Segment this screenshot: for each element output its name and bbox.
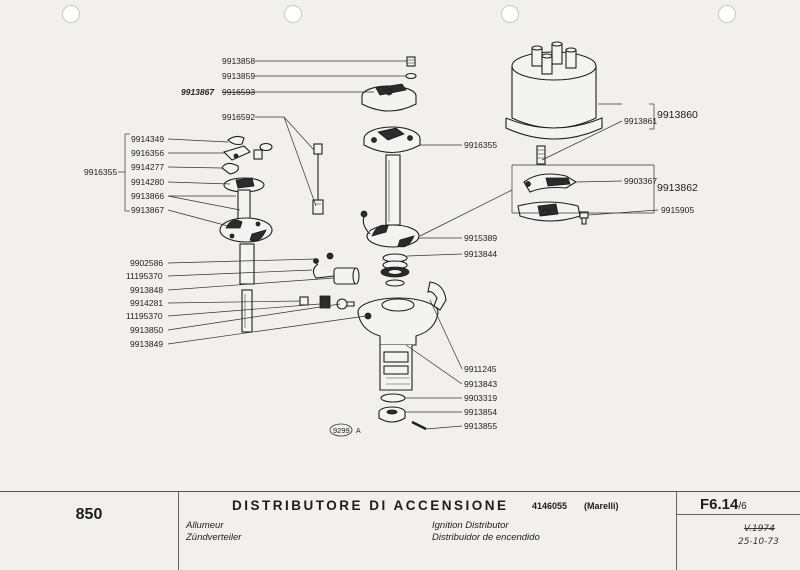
label-9914277: 9914277 <box>131 162 164 172</box>
revision-struck: V.1974 <box>744 524 775 534</box>
label-9916593-struck: 9916593 <box>222 87 255 97</box>
punch-hole-3 <box>501 5 519 23</box>
label-9914280: 9914280 <box>131 177 164 187</box>
title-english: Ignition Distributor <box>432 520 509 531</box>
distributor-cap-9913860 <box>505 41 603 140</box>
divider-1 <box>178 492 179 570</box>
label-9913862: 9913862 <box>657 182 698 194</box>
left-advance-plate <box>219 217 273 243</box>
label-11195370-a: 11195370 <box>126 271 163 281</box>
carbon-brush-9913861 <box>536 145 546 165</box>
part-number-labels: 9913858 9913859 9913867 9916593 9916592 … <box>84 56 698 431</box>
clamp-9911245 <box>427 281 447 311</box>
label-9914349: 9914349 <box>131 134 164 144</box>
left-cam <box>223 177 265 221</box>
screw-9915905 <box>579 211 589 225</box>
label-9915389: 9915389 <box>464 233 497 243</box>
label-11195370-b: 11195370 <box>126 311 163 321</box>
pin-9913855 <box>411 420 427 431</box>
drawing-title: DISTRIBUTORE DI ACCENSIONE <box>232 498 509 513</box>
label-9916356: 9916356 <box>131 148 164 158</box>
sheet-code: F6.14 <box>700 496 739 513</box>
label-9913860: 9913860 <box>657 109 698 121</box>
condenser <box>312 252 360 285</box>
distributor-housing <box>357 297 439 391</box>
label-9913843: 9913843 <box>464 379 497 389</box>
label-9913855: 9913855 <box>464 421 497 431</box>
manufacturer: (Marelli) <box>584 501 619 511</box>
small-nuts <box>299 295 355 310</box>
title-french: Allumeur <box>186 520 224 531</box>
label-9913850: 9913850 <box>130 325 163 335</box>
label-9913858: 9913858 <box>222 56 255 66</box>
contact-set-9903367 <box>523 173 578 193</box>
center-shaft <box>385 154 401 226</box>
washer-9913859 <box>405 72 417 80</box>
label-9913867: 9913867 <box>131 205 164 215</box>
title-spanish: Distribuidor de encendido <box>432 532 540 543</box>
reference-mark: 9299 A <box>329 423 361 437</box>
label-9913867-handwritten: 9913867 <box>181 87 215 97</box>
breaker-plate-9913862 <box>517 201 581 222</box>
label-9911245: 9911245 <box>464 364 497 374</box>
label-9903367: 9903367 <box>624 176 657 186</box>
label-9916592: 9916592 <box>222 112 255 122</box>
punch-hole-4 <box>718 5 736 23</box>
exploded-parts-diagram: 9913858 9913859 9913867 9916593 9916592 … <box>84 41 698 437</box>
label-9913861: 9913861 <box>624 116 657 126</box>
screw-9913858 <box>406 56 416 67</box>
title-german: Zündverteiler <box>186 532 242 543</box>
model-number: 850 <box>75 506 103 523</box>
label-9913844: 9913844 <box>464 249 497 259</box>
lead-9916592 <box>312 143 324 215</box>
advance-mechanism <box>360 210 420 248</box>
ref-code: 9299 <box>333 426 350 435</box>
label-9902586: 9902586 <box>130 258 163 268</box>
label-9913859: 9913859 <box>222 71 255 81</box>
left-small-parts <box>221 135 273 175</box>
assembly-part-number: 4146055 <box>532 501 568 511</box>
label-9913866: 9913866 <box>131 191 164 201</box>
revision-date: 25-10-73 <box>738 537 779 547</box>
label-9914281: 9914281 <box>130 298 163 308</box>
label-9915905: 9915905 <box>661 205 694 215</box>
washer-9903319 <box>380 393 406 403</box>
label-9913854: 9913854 <box>464 407 497 417</box>
label-9913849: 9913849 <box>130 339 163 349</box>
punch-hole-1 <box>62 5 80 23</box>
punch-hole-2 <box>284 5 302 23</box>
label-9916355-left: 9916355 <box>84 167 117 177</box>
rotor-9916593 <box>361 83 417 112</box>
gear-9913854 <box>378 406 406 423</box>
divider-2 <box>676 492 677 570</box>
ref-letter: A <box>356 428 361 435</box>
label-9916355-center: 9916355 <box>464 140 497 150</box>
breaker-plate-9916355 <box>363 126 421 154</box>
title-block: 850 DISTRIBUTORE DI ACCENSIONE 4146055 (… <box>0 491 800 570</box>
leader-lines <box>118 60 659 430</box>
sheet-number: F6.14/6 <box>700 496 747 513</box>
label-9913848: 9913848 <box>130 285 163 295</box>
label-9903319: 9903319 <box>464 393 497 403</box>
spring-washer <box>380 253 410 287</box>
sheet-sub: /6 <box>738 501 747 512</box>
sheet-divider <box>676 514 800 515</box>
